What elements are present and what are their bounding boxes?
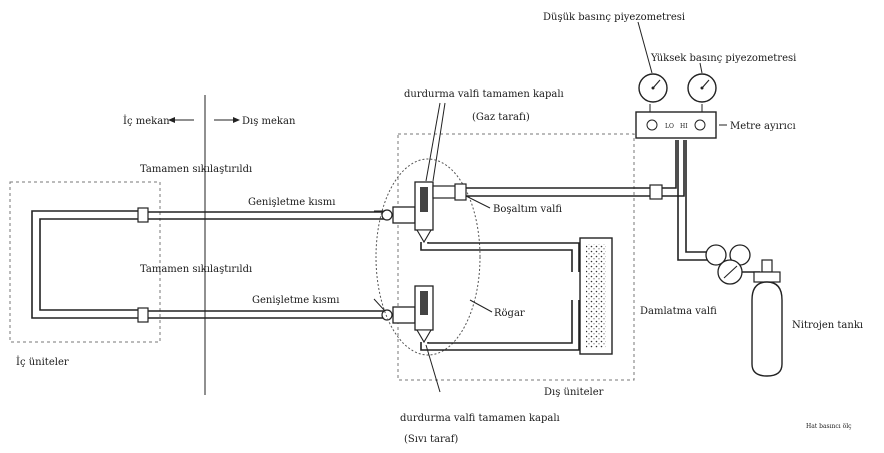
flare-joint-bottom xyxy=(381,309,393,321)
discharge-hose xyxy=(466,140,685,200)
corner-note: Hat basıncı ölç xyxy=(806,423,852,430)
pressure-regulator xyxy=(705,244,760,285)
valve-top-title: durdurma valfi tamamen kapalı xyxy=(404,89,564,100)
manifold-gauge-set xyxy=(635,104,717,139)
gas-pipe xyxy=(148,211,384,220)
indoor-label: İç mekan xyxy=(123,115,170,127)
liquid-stop-valve xyxy=(392,285,434,344)
discharge-valve-label: Boşaltım valfi xyxy=(493,204,562,215)
manifold-lo-text: LO xyxy=(665,123,674,130)
nitrogen-tank-label: Nitrojen tankı xyxy=(792,320,863,331)
outdoor-units-label: Dış üniteler xyxy=(544,387,604,398)
high-pressure-gauge-icon xyxy=(687,73,717,103)
drip-valve-label: Damlatma valfi xyxy=(640,306,717,317)
nitrogen-cylinder xyxy=(751,259,783,377)
gas-stop-valve xyxy=(392,181,458,244)
liquid-side-label: (Sıvı taraf) xyxy=(404,434,458,445)
indoor-units-label: İç üniteler xyxy=(16,356,69,368)
tightened-top-label: Tamamen sıkılaştırıldı xyxy=(140,164,252,175)
outdoor-label: Dış mekan xyxy=(242,116,296,127)
outdoor-internal-pipe xyxy=(420,242,580,351)
indoor-unit-box xyxy=(9,181,161,343)
gas-side-label: (Gaz tarafı) xyxy=(472,112,530,123)
trap-label: Rögar xyxy=(494,308,525,319)
liquid-pipe xyxy=(148,310,384,319)
arrow-left-icon xyxy=(168,117,194,123)
leader-lines xyxy=(373,21,727,393)
outdoor-unit-box xyxy=(397,133,635,381)
manifold-hi-text: HI xyxy=(680,123,688,130)
low-pressure-gauge-icon xyxy=(638,73,668,103)
indoor-pipe-loop xyxy=(31,210,140,319)
indoor-flare-nut-bottom xyxy=(137,307,149,323)
tightened-bottom-label: Tamamen sıkılaştırıldı xyxy=(140,264,252,275)
flare-joint-top xyxy=(381,209,393,221)
low-gauge-label: Düşük basınç piyezometresi xyxy=(543,12,685,23)
discharge-port-nut xyxy=(454,183,467,201)
valves-highlight-ellipse xyxy=(375,158,481,356)
condenser-coil xyxy=(579,237,613,355)
manifold-label: Metre ayırıcı xyxy=(730,121,796,132)
arrow-right-icon xyxy=(214,117,240,123)
indoor-flare-nut-top xyxy=(137,207,149,223)
high-gauge-label: Yüksek basınç piyezometresi xyxy=(650,53,796,64)
flare-bottom-label: Genişletme kısmı xyxy=(252,295,339,306)
flare-top-label: Genişletme kısmı xyxy=(248,197,335,208)
valve-bottom-title: durdurma valfi tamamen kapalı xyxy=(400,413,560,424)
